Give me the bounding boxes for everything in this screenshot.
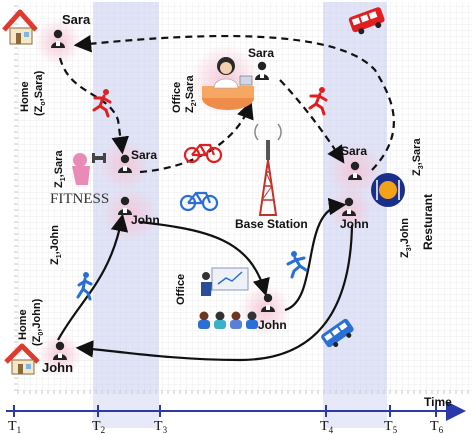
time-axis-label: Time bbox=[424, 395, 452, 409]
label-z3-john: Z3,John bbox=[399, 218, 413, 258]
zone-z1-sara-base: Z bbox=[53, 181, 65, 188]
time-tick-sub: 5 bbox=[393, 425, 398, 434]
runner-icon bbox=[76, 272, 93, 301]
zone-z1-john-base: Z bbox=[49, 258, 61, 265]
house-icon bbox=[4, 343, 40, 375]
zone-z1-sara: Z1,Sara bbox=[53, 150, 67, 188]
label-john-home: John bbox=[42, 360, 73, 375]
bus-icon bbox=[321, 318, 354, 348]
zone-z1-john-name: John bbox=[49, 225, 61, 252]
desk-worker-icon bbox=[202, 57, 254, 110]
office-label-john: Office bbox=[175, 274, 187, 305]
zone-z3-sara-base: Z bbox=[411, 169, 423, 176]
zone-z1-sara-sub: 1 bbox=[60, 177, 67, 181]
time-tick-label: T3 bbox=[154, 419, 168, 434]
person-icon bbox=[118, 154, 132, 173]
time-tick-base: T bbox=[92, 419, 101, 434]
person-icon bbox=[261, 293, 275, 312]
zone-z1-john: Z1,John bbox=[49, 225, 63, 265]
time-tick-label: T4 bbox=[320, 419, 334, 434]
sara-trajectory bbox=[58, 34, 395, 174]
tower-icon bbox=[254, 123, 282, 216]
restaurant-label: Resturant bbox=[421, 194, 435, 250]
zone-z2-sara-sub: 2 bbox=[191, 102, 198, 106]
label-z3-sara: Z3,Sara bbox=[411, 138, 425, 176]
runner-icon bbox=[92, 89, 112, 118]
zone-z0-sara-sub: o bbox=[40, 101, 47, 105]
runner-icon bbox=[308, 87, 328, 116]
time-tick-base: T bbox=[320, 419, 329, 434]
zone-z1-sara-name: Sara bbox=[53, 150, 65, 175]
bicycle-icon bbox=[183, 143, 223, 164]
zone-z2-sara: Z2,Sara bbox=[184, 75, 198, 113]
person-icon bbox=[342, 197, 356, 216]
bus-icon bbox=[348, 7, 385, 35]
time-tick-sub: 4 bbox=[329, 425, 334, 434]
label-john-fitness: John bbox=[131, 213, 160, 227]
zone-z3-sara-name: Sara bbox=[411, 138, 423, 163]
person-icon bbox=[348, 161, 362, 180]
time-tick-base: T bbox=[430, 419, 439, 434]
person-icon bbox=[53, 341, 67, 360]
zone-z0-john-name: John bbox=[31, 302, 43, 329]
label-sara-fitness: Sara bbox=[131, 148, 157, 162]
bicycle-icon bbox=[179, 191, 219, 212]
time-tick-sub: 1 bbox=[17, 425, 22, 434]
john-trajectory bbox=[57, 197, 354, 362]
time-tick-sub: 2 bbox=[101, 425, 106, 434]
person-icon bbox=[255, 61, 269, 80]
base-station-label: Base Station bbox=[235, 217, 308, 231]
zone-z0-sara-name: Sara bbox=[33, 74, 45, 99]
label-office-sara-zone: Office Z2,Sara bbox=[171, 75, 198, 113]
fitness-label: FITNESS bbox=[50, 191, 109, 207]
audience-icon bbox=[198, 311, 258, 329]
time-tick-label: T2 bbox=[92, 419, 105, 434]
label-z1-john: Z1,John bbox=[49, 225, 63, 265]
label-sara-office: Sara bbox=[248, 46, 274, 60]
zone-z3-john-base: Z bbox=[399, 251, 411, 258]
zone-z0-john-sub: 0 bbox=[38, 332, 45, 336]
time-tick-sub: 3 bbox=[163, 425, 168, 434]
presentation-icon bbox=[201, 267, 249, 296]
time-tick-label: T5 bbox=[384, 419, 398, 434]
time-tick-base: T bbox=[384, 419, 393, 434]
person-icon bbox=[51, 29, 65, 48]
zone-z1-john-sub: 1 bbox=[56, 254, 63, 258]
home-label-john: Home bbox=[17, 309, 29, 340]
fitness-icon bbox=[72, 153, 106, 185]
zone-z3-john-name: John bbox=[399, 218, 411, 245]
zone-z3-john: Z3,John bbox=[399, 218, 413, 258]
zone-z0-sara-base: Z bbox=[33, 105, 45, 112]
zone-z3-john-sub: 3 bbox=[406, 247, 413, 251]
zone-z3-sara-sub: 3 bbox=[418, 165, 425, 169]
time-tick-sub: 6 bbox=[439, 425, 444, 434]
zone-z3-sara: Z3,Sara bbox=[411, 138, 425, 176]
label-z1-sara: Z1,Sara bbox=[53, 150, 67, 188]
label-john-restaurant: John bbox=[340, 217, 369, 231]
person-icon bbox=[118, 196, 132, 215]
office-label: Office bbox=[171, 82, 183, 113]
label-john-office: John bbox=[258, 318, 287, 332]
zone-z2-sara-name: Sara bbox=[184, 75, 196, 100]
time-tick-base: T bbox=[154, 419, 163, 434]
zone-glow-fitness-sara bbox=[99, 139, 151, 191]
home-label: Home bbox=[19, 81, 31, 112]
label-sara-restaurant: Sara bbox=[341, 144, 367, 158]
label-sara-home: Sara bbox=[62, 12, 91, 27]
time-tick-base: T bbox=[8, 419, 17, 434]
runner-icon bbox=[286, 251, 308, 279]
zone-z2-sara-base: Z bbox=[184, 106, 196, 113]
house-icon bbox=[2, 9, 38, 45]
zone-z0-sara: (Zo,Sara) bbox=[33, 70, 47, 116]
meal-icon bbox=[371, 173, 405, 207]
zone-z0-john-base: Z bbox=[31, 335, 43, 342]
zone-z0-john: (Z0,John) bbox=[31, 298, 45, 346]
time-tick-label: T6 bbox=[430, 419, 444, 434]
time-tick-label: T1 bbox=[8, 419, 21, 434]
